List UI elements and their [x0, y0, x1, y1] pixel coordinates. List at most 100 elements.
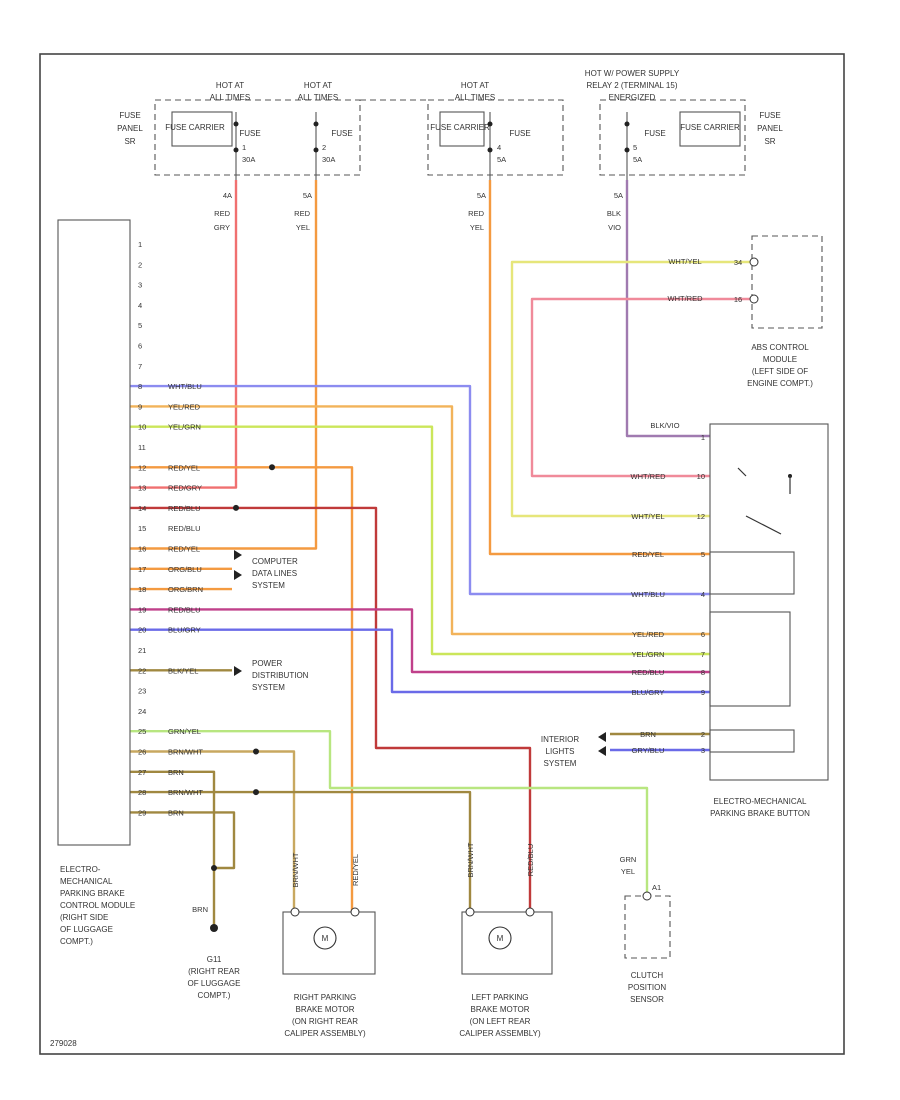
button-wire-label: YEL/GRN — [632, 650, 665, 659]
svg-text:SYSTEM: SYSTEM — [544, 759, 577, 768]
hot-relay-line1: HOT W/ POWER SUPPLY — [585, 69, 680, 78]
module-pin-25: 25 — [138, 727, 146, 736]
diagram-frame — [39, 53, 845, 1055]
button-pin-label: 10 — [697, 472, 705, 481]
fuse-panel-right-label-3: SR — [764, 137, 775, 146]
wire-brn-29 — [130, 811, 236, 870]
module-pin-5: 5 — [138, 321, 142, 330]
svg-text:ELECTRO-MECHANICAL: ELECTRO-MECHANICAL — [714, 797, 807, 806]
ground-id: G11 — [207, 955, 222, 964]
module-label-2: MECHANICAL — [60, 877, 113, 886]
svg-text:RIGHT PARKING: RIGHT PARKING — [294, 993, 356, 1002]
feed-3-color2: YEL — [470, 223, 484, 232]
abs-wire-b: WHT/RED — [668, 294, 704, 303]
fuse-panel-right: FUSE PANEL SR — [599, 99, 783, 176]
power-distribution-ref: POWER DISTRIBUTION SYSTEM — [234, 659, 309, 692]
wire-abs-wht-red — [530, 297, 750, 478]
module-label-5: (RIGHT SIDE — [60, 913, 108, 922]
clutch-position-sensor: GRN YEL A1 CLUTCH POSITION SENSOR — [620, 855, 671, 1004]
svg-text:INTERIOR: INTERIOR — [541, 735, 579, 744]
button-wire-label: RED/BLU — [632, 668, 665, 677]
fuse-1-num: 1 — [242, 143, 246, 152]
right-parking-brake-motor: M BRN/WHT RED/YEL RIGHT PARKING BRAKE MO… — [282, 852, 376, 1038]
module-wire-label: YEL/GRN — [168, 423, 201, 432]
module-wire-label: ORG/BLU — [168, 565, 202, 574]
module-wire-label: RED/YEL — [168, 463, 200, 472]
module-pin-6: 6 — [138, 342, 142, 351]
fuse-2-num: 2 — [322, 143, 326, 152]
computer-data-lines-ref: COMPUTER DATA LINES SYSTEM — [234, 550, 298, 590]
abs-pin-b: 16 — [734, 295, 742, 304]
feed-2-color1: RED — [294, 209, 310, 218]
module-pin-3: 3 — [138, 281, 142, 290]
wire-wht-blu — [130, 384, 710, 596]
button-pin-label: 7 — [701, 650, 705, 659]
svg-text:CALIPER ASSEMBLY): CALIPER ASSEMBLY) — [284, 1029, 366, 1038]
fuse-3-carrier: FUSE CARRIER — [430, 123, 490, 132]
feed-4-color2: VIO — [608, 223, 621, 232]
module-wire-label: BRN — [168, 808, 184, 817]
fuse-1-label: FUSE — [239, 129, 260, 138]
hot-label-2-line2: ALL TIMES — [298, 93, 338, 102]
footer-code: 279028 — [50, 1039, 77, 1048]
fuse-panel-left-label-3: SR — [124, 137, 135, 146]
button-wire-label: WHT/YEL — [631, 512, 664, 521]
svg-text:POWER: POWER — [252, 659, 282, 668]
svg-text:CLUTCH: CLUTCH — [631, 971, 664, 980]
module-pin-8: 8 — [138, 382, 142, 391]
module-wire-label: ORG/BRN — [168, 585, 203, 594]
module-pin-22: 22 — [138, 666, 146, 675]
module-pin-12: 12 — [138, 463, 146, 472]
fuse-1-amps: 30A — [242, 155, 255, 164]
hot-label-3-line1: HOT AT — [461, 81, 489, 90]
module-wire-labels: WHT/BLUYEL/REDYEL/GRNRED/YELRED/GRYRED/B… — [168, 382, 203, 817]
abs-control-module: 34 16 WHT/YEL WHT/RED ABS CONTROL MODULE… — [668, 235, 823, 388]
module-pin-24: 24 — [138, 707, 146, 716]
svg-text:ABS CONTROL: ABS CONTROL — [751, 343, 809, 352]
clutch-pin: A1 — [652, 883, 661, 892]
hot-label-1-line1: HOT AT — [216, 81, 244, 90]
module-wire-label: GRN/YEL — [168, 727, 201, 736]
svg-text:OF LUGGAGE: OF LUGGAGE — [188, 979, 241, 988]
control-module-box — [57, 219, 131, 846]
module-pin-17: 17 — [138, 565, 146, 574]
svg-text:(ON RIGHT REAR: (ON RIGHT REAR — [292, 1017, 358, 1026]
splice-dot — [269, 464, 275, 471]
button-pin-label: 3 — [701, 746, 705, 755]
button-pin-label: 9 — [701, 688, 705, 697]
module-pin-27: 27 — [138, 768, 146, 777]
feed-4-color1: BLK — [607, 209, 621, 218]
svg-text:(LEFT SIDE OF: (LEFT SIDE OF — [752, 367, 808, 376]
module-label-3: PARKING BRAKE — [60, 889, 125, 898]
feed-3-pin: 5A — [477, 191, 486, 200]
wire-abs-wht-yel — [510, 260, 750, 518]
module-wire-label: RED/GRY — [168, 484, 202, 493]
module-pin-11: 11 — [138, 443, 146, 452]
svg-text:(RIGHT REAR: (RIGHT REAR — [188, 967, 240, 976]
svg-text:COMPT.): COMPT.) — [198, 991, 231, 1000]
fuse-4-amps: 5A — [633, 155, 642, 164]
module-label-7: COMPT.) — [60, 937, 93, 946]
svg-text:DISTRIBUTION: DISTRIBUTION — [252, 671, 309, 680]
fuse-1-carrier: FUSE CARRIER — [165, 123, 225, 132]
fuse-4-carrier: FUSE CARRIER — [680, 123, 740, 132]
wire-red-vio-19 — [130, 608, 710, 674]
button-pin-label: 8 — [701, 668, 705, 677]
svg-text:POSITION: POSITION — [628, 983, 666, 992]
button-pin-label: 12 — [697, 512, 705, 521]
button-feed: BLK/VIO — [650, 421, 679, 430]
module-pin-23: 23 — [138, 687, 146, 696]
module-pin-1: 1 — [138, 240, 142, 249]
module-pin-4: 4 — [138, 301, 142, 310]
button-pin-label: 5 — [701, 550, 705, 559]
feed-3-color1: RED — [468, 209, 484, 218]
fuse-2: FUSE 2 30A — [313, 112, 353, 180]
module-label-6: OF LUGGAGE — [60, 925, 113, 934]
button-wire-label: BLU/GRY — [632, 688, 665, 697]
fuse-3: FUSE CARRIER FUSE 4 5A — [430, 111, 531, 180]
hot-label-1-line2: ALL TIMES — [210, 93, 250, 102]
module-wire-label: RED/BLU — [168, 504, 201, 513]
fuse-4-num: 5 — [633, 143, 637, 152]
wire-feed-blk-vio — [625, 180, 710, 438]
